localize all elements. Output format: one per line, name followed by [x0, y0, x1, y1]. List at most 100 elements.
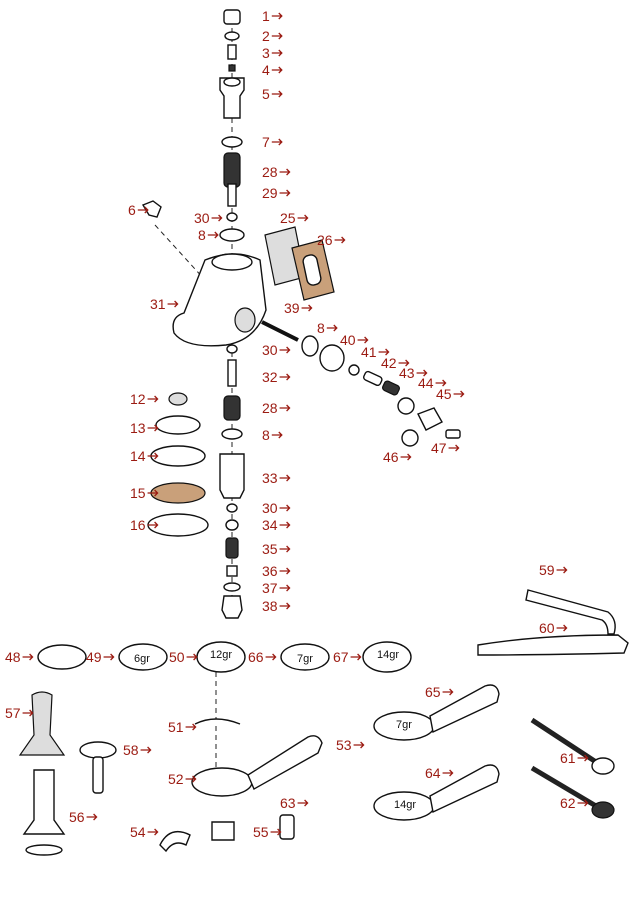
pin-part-32 — [227, 359, 237, 387]
leader-arrow — [271, 66, 283, 74]
pin-part-42 — [363, 370, 383, 387]
part-label-41: 41 — [361, 344, 377, 360]
part-38 — [221, 595, 243, 619]
screw-part-47 — [445, 429, 461, 439]
leader-arrow — [350, 653, 362, 661]
part-label-35: 35 — [262, 541, 278, 557]
leader-arrow — [271, 138, 283, 146]
part-label-8: 8 — [198, 227, 206, 243]
part-label-33: 33 — [262, 470, 278, 486]
basket-marking-64: 14gr — [394, 799, 417, 811]
part-label-6: 6 — [128, 202, 136, 218]
leader-arrow — [185, 723, 197, 731]
valve-body-part-5 — [219, 77, 245, 119]
part-label-30c: 30 — [262, 500, 278, 516]
leader-arrow — [22, 709, 34, 717]
leader-arrow — [22, 653, 34, 661]
part-label-55: 55 — [253, 824, 269, 840]
part-label-61: 61 — [560, 750, 576, 766]
part-label-49: 49 — [86, 649, 102, 665]
nut-part-44 — [397, 397, 415, 415]
leader-arrow — [167, 300, 179, 308]
leader-arrow — [297, 799, 309, 807]
leader-arrow — [147, 424, 159, 432]
part-label-56: 56 — [69, 809, 85, 825]
leader-arrow — [271, 431, 283, 439]
leader-arrow — [334, 236, 346, 244]
part-label-30b: 30 — [262, 342, 278, 358]
leader-arrow — [400, 453, 412, 461]
part-label-12: 12 — [130, 391, 146, 407]
leader-arrow — [297, 214, 309, 222]
shaft-part-39 — [261, 320, 299, 342]
gasket-part-15 — [150, 482, 206, 504]
part-label-43: 43 — [399, 365, 415, 381]
part-label-67: 67 — [333, 649, 349, 665]
leader-arrow — [279, 602, 291, 610]
leader-arrow — [147, 395, 159, 403]
part-label-66: 66 — [248, 649, 264, 665]
part-label-50: 50 — [169, 649, 185, 665]
wand-part-59 — [525, 589, 616, 635]
scoop-part-62 — [530, 765, 598, 809]
leader-arrow — [577, 799, 589, 807]
tamper-handle-part-57 — [18, 691, 66, 756]
leader-arrow — [279, 474, 291, 482]
leader-arrow — [147, 489, 159, 497]
leader-arrow — [207, 231, 219, 239]
ring-part-14 — [150, 445, 206, 467]
leader-arrow — [279, 584, 291, 592]
oring-part-7 — [221, 136, 243, 148]
part-label-16: 16 — [130, 517, 146, 533]
part-label-29: 29 — [262, 185, 278, 201]
leader-arrow — [279, 521, 291, 529]
part-label-47: 47 — [431, 440, 447, 456]
body-part-33 — [219, 453, 245, 499]
part-label-54: 54 — [130, 824, 146, 840]
part-label-60: 60 — [539, 620, 555, 636]
part-label-46: 46 — [383, 449, 399, 465]
part-label-32: 32 — [262, 369, 278, 385]
handle-part-53 — [247, 735, 323, 790]
part-label-1: 1 — [262, 8, 270, 24]
part-label-28b: 28 — [262, 400, 278, 416]
part-label-53: 53 — [336, 737, 352, 753]
tamper-part-56 — [22, 769, 66, 835]
leader-arrow — [270, 828, 282, 836]
part-label-52: 52 — [168, 771, 184, 787]
part-label-31: 31 — [150, 296, 166, 312]
leader-arrow — [147, 828, 159, 836]
pin-part-29 — [227, 183, 237, 207]
part-label-38: 38 — [262, 598, 278, 614]
basket-marking-66: 7gr — [297, 653, 313, 665]
nut-part-40 — [319, 344, 345, 372]
part-label-44: 44 — [418, 375, 434, 391]
leader-arrow — [279, 567, 291, 575]
part-label-59: 59 — [539, 562, 555, 578]
portafilter-part-52 — [191, 767, 253, 797]
part-label-36: 36 — [262, 563, 278, 579]
part-label-7: 7 — [262, 134, 270, 150]
leader-arrow — [279, 168, 291, 176]
spring-clip-part-51 — [194, 718, 241, 725]
spring-part-43 — [382, 380, 400, 396]
washer-part-2 — [224, 31, 240, 41]
part-label-58: 58 — [123, 742, 139, 758]
part-label-39: 39 — [284, 300, 300, 316]
part-label-3: 3 — [262, 45, 270, 61]
basket-marking-49: 6gr — [134, 653, 150, 665]
part-label-15: 15 — [130, 485, 146, 501]
part-label-48: 48 — [5, 649, 21, 665]
part-label-2: 2 — [262, 28, 270, 44]
basket-marking-67: 14gr — [377, 649, 400, 661]
spout-part-55 — [211, 821, 235, 841]
part-34 — [225, 519, 239, 531]
leader-arrow — [271, 90, 283, 98]
spring-part-35 — [225, 537, 239, 559]
leader-arrow — [185, 775, 197, 783]
leader-arrow — [265, 653, 277, 661]
leader-arrow — [279, 504, 291, 512]
leader-arrow — [279, 189, 291, 197]
